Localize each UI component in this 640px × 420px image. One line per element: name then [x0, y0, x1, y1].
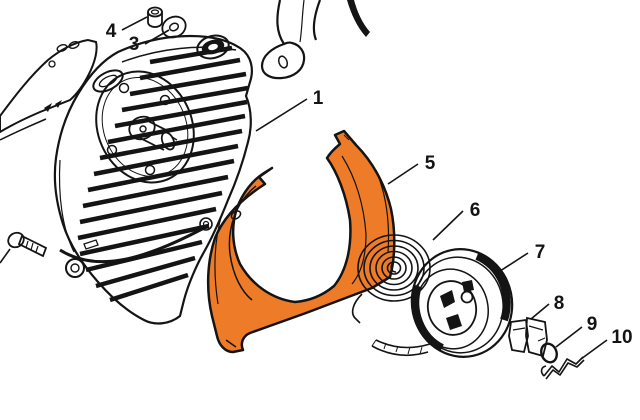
callout-label-10[interactable]: 10 [611, 327, 632, 348]
callout-label-3[interactable]: 3 [129, 34, 140, 55]
shroud-hole [230, 210, 242, 220]
leader-line-7 [496, 252, 529, 274]
callout-label-6[interactable]: 6 [470, 200, 481, 221]
handle-fragment-2 [347, 0, 370, 37]
part-7-rope-rotor[interactable] [371, 240, 522, 366]
callout-label-8[interactable]: 8 [554, 293, 565, 314]
leader-line-1 [255, 98, 308, 132]
port-opening [92, 69, 124, 93]
crankcase-cover-plate [95, 70, 195, 184]
callout-label-5-highlighted[interactable]: 5 [425, 153, 436, 174]
part-4-bushing[interactable] [147, 6, 163, 28]
part-1-crankcase-housing[interactable] [53, 32, 253, 325]
screw[interactable] [0, 230, 48, 264]
leader-line-3 [144, 29, 170, 45]
leader-lines [121, 16, 608, 360]
cover-fragment [0, 38, 98, 141]
leader-line-6 [432, 210, 464, 241]
handle-fragment [260, 0, 370, 80]
part-9-ring[interactable] [539, 342, 560, 365]
cooling-fins [77, 45, 249, 303]
callout-label-1[interactable]: 1 [313, 88, 324, 109]
callout-label-9[interactable]: 9 [587, 314, 598, 335]
shaft-seal [196, 34, 230, 60]
leader-line-4 [121, 16, 148, 31]
leader-line-10 [580, 339, 608, 360]
callout-label-4[interactable]: 4 [106, 21, 117, 42]
callout-label-7[interactable]: 7 [535, 242, 546, 263]
leader-line-screw [0, 248, 11, 264]
leader-line-5 [387, 163, 419, 185]
leader-line-8 [530, 303, 550, 320]
part-3-washer[interactable] [159, 13, 189, 41]
part-10-spring-clip[interactable] [540, 356, 585, 380]
part-5-fan-shroud-highlighted[interactable] [206, 129, 396, 354]
leader-line-9 [555, 326, 583, 348]
